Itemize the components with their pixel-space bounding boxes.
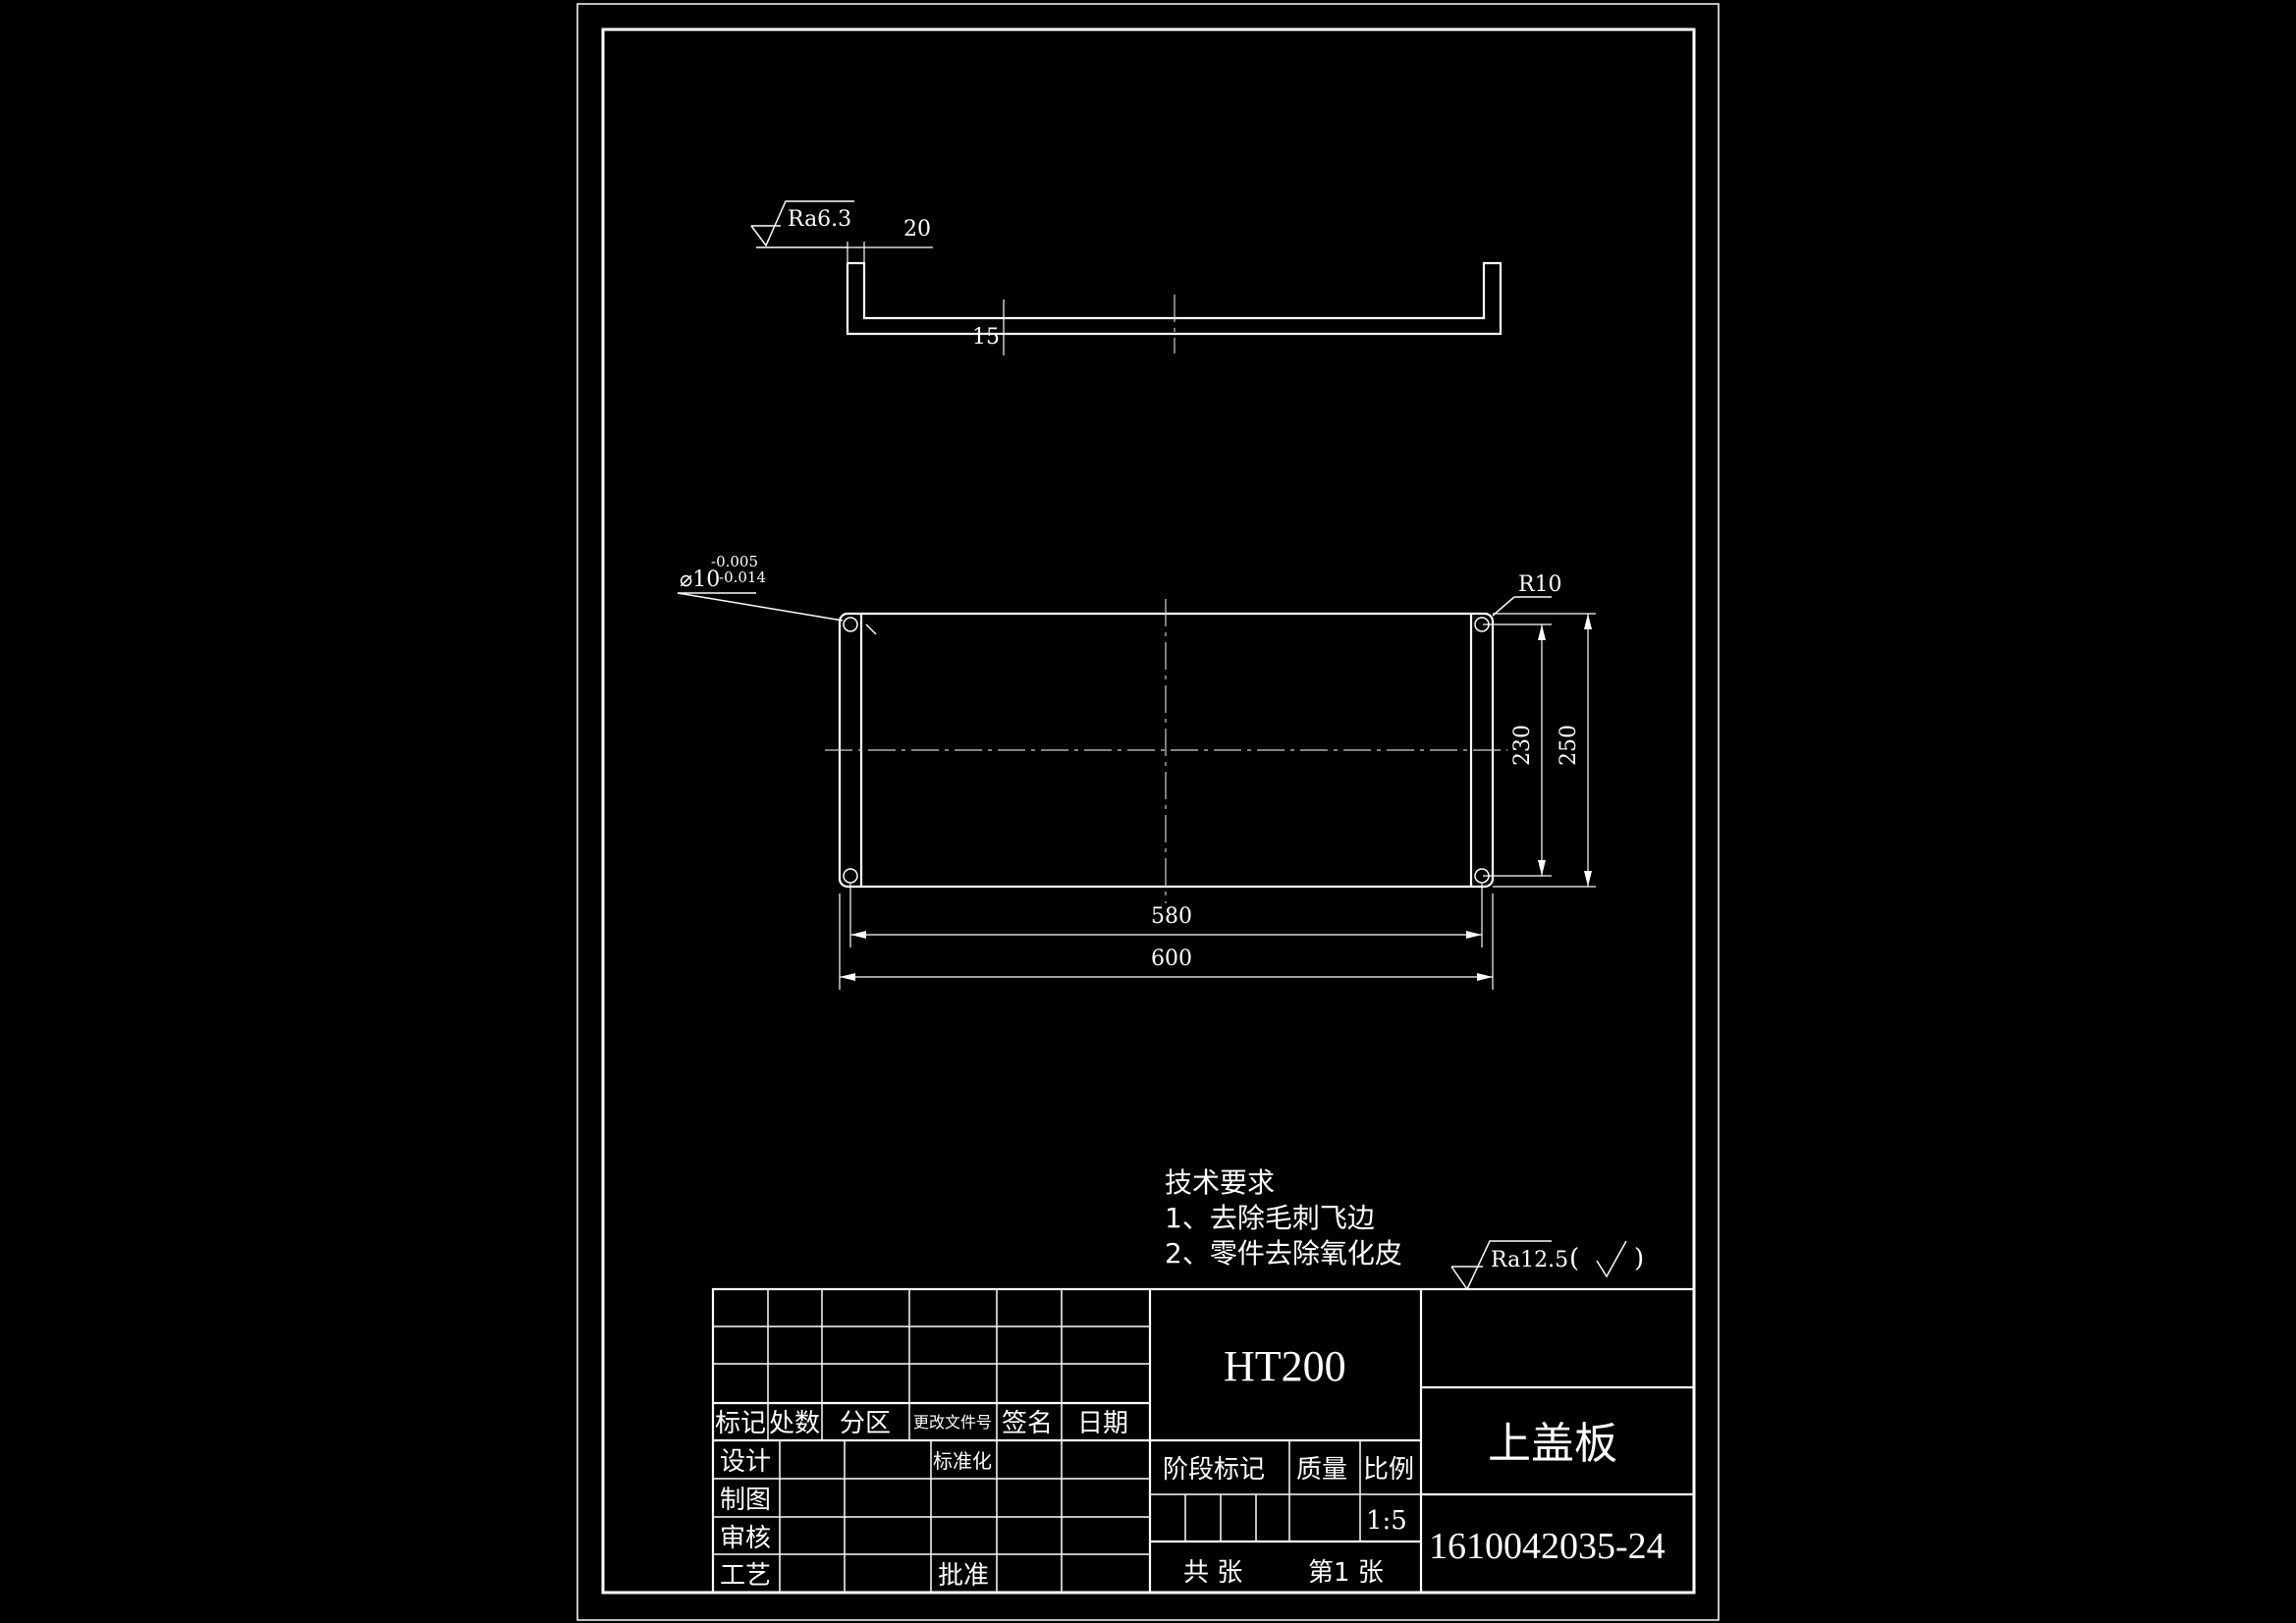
dim-inner-length: 580 — [1151, 904, 1192, 929]
label-mass: 质量 — [1296, 1455, 1347, 1485]
dim-thickness: 15 — [972, 325, 1000, 350]
dim-outer-height: 250 — [1557, 725, 1581, 766]
u-profile — [846, 261, 1503, 336]
role-process: 工艺 — [720, 1561, 771, 1591]
col-header-mark: 标记 — [715, 1409, 766, 1438]
hole-leader — [677, 592, 844, 622]
side-view: Ra6.3 20 15 — [750, 200, 1503, 355]
sheet-total: 共 张 — [1183, 1558, 1242, 1588]
tech-req-item-1: 1、去除毛刺飞边 — [1165, 1202, 1375, 1234]
part-name: 上盖板 — [1488, 1419, 1617, 1469]
hole-bottom-left — [843, 868, 858, 884]
check-mark-icon — [1596, 1240, 1627, 1278]
col-header-change-doc: 更改文件号 — [913, 1413, 992, 1432]
title-block: 标记 处数 分区 更改文件号 签名 日期 设计 制图 审核 工艺 标准化 批准 … — [711, 1287, 1696, 1595]
sheet-number: 第1 张 — [1308, 1558, 1384, 1588]
hole-tol-lower: -0.014 — [719, 568, 766, 586]
label-scale: 比例 — [1363, 1455, 1414, 1485]
col-header-signature: 签名 — [1002, 1409, 1053, 1438]
radius-leader — [1492, 596, 1515, 617]
inner-frame-border — [601, 27, 1696, 1595]
dim-outer-length: 600 — [1151, 947, 1192, 971]
drawing-number: 1610042035-24 — [1429, 1526, 1666, 1567]
tech-req-title: 技术要求 — [1165, 1166, 1275, 1199]
role-design: 设计 — [720, 1447, 771, 1477]
hole-top-left — [843, 617, 858, 632]
general-roughness: Ra12.5 ( ) — [1450, 1240, 1644, 1291]
roughness-paren-close: ) — [1634, 1244, 1644, 1273]
roughness-label-general: Ra12.5 — [1491, 1248, 1568, 1272]
dim-flange-width: 20 — [903, 217, 931, 242]
label-standardization: 标准化 — [933, 1449, 992, 1473]
dim-inner-height: 230 — [1510, 725, 1535, 766]
col-header-date: 日期 — [1077, 1409, 1128, 1438]
col-header-count: 处数 — [769, 1409, 820, 1438]
hole-spec-main: ⌀10 — [680, 568, 720, 592]
scale-value: 1:5 — [1366, 1506, 1407, 1536]
role-drafting: 制图 — [720, 1486, 771, 1515]
tech-requirements: 技术要求 1、去除毛刺飞边 2、零件去除氧化皮 — [1165, 1166, 1402, 1270]
col-header-zone: 分区 — [840, 1409, 891, 1438]
roughness-label-top: Ra6.3 — [788, 207, 851, 232]
roughness-symbol-top — [750, 200, 854, 247]
dim-radius: R10 — [1518, 572, 1562, 597]
material: HT200 — [1224, 1342, 1346, 1390]
front-view: ⌀10 -0.005 -0.014 R10 230 250 580 600 — [677, 553, 1596, 990]
outer-sheet-border — [576, 3, 1720, 1621]
roughness-paren-open: ( — [1569, 1244, 1579, 1273]
hole-tol-upper: -0.005 — [711, 553, 758, 570]
role-review: 审核 — [720, 1524, 771, 1553]
label-stage-mark: 阶段标记 — [1163, 1455, 1265, 1485]
tech-req-item-2: 2、零件去除氧化皮 — [1165, 1237, 1402, 1270]
label-approval: 批准 — [938, 1561, 989, 1591]
